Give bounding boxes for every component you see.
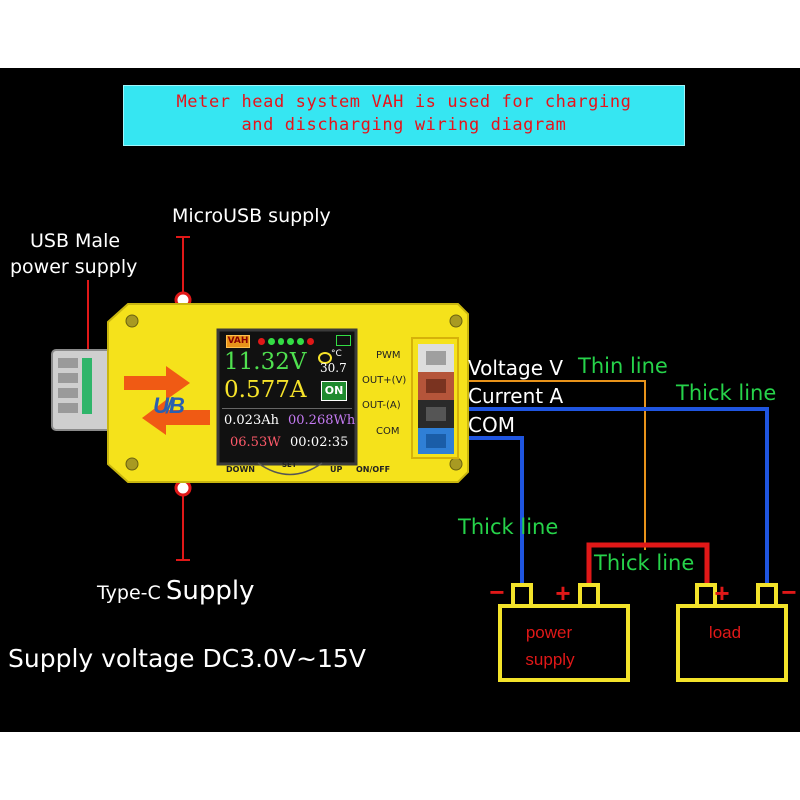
thin-line-label: Thin line xyxy=(578,354,668,378)
lcd-temp-unit: °C xyxy=(331,349,342,359)
port-label-com: COM xyxy=(376,426,400,437)
lcd-status-dots xyxy=(258,338,314,345)
wires xyxy=(455,380,769,586)
port-label-pwm: PWM xyxy=(376,350,401,361)
wiring-diagram-canvas: Meter head system VAH is used for chargi… xyxy=(0,68,800,732)
com-thick-wire xyxy=(455,436,524,586)
thick-line-label-com: Thick line xyxy=(458,515,559,539)
battery-power-supply: power supply xyxy=(498,583,630,682)
load-minus-sign: − xyxy=(781,577,796,607)
port-label-out-v: OUT+(V) xyxy=(362,375,407,386)
lcd-temperature: 30.7 xyxy=(320,361,347,375)
thick-line-label-positive: Thick line xyxy=(594,551,695,575)
battery-load: load xyxy=(676,583,788,682)
usb-male-connector xyxy=(51,349,115,431)
microusb-label: MicroUSB supply xyxy=(172,205,331,227)
lcd-divider xyxy=(222,408,352,409)
title-banner: Meter head system VAH is used for chargi… xyxy=(123,85,685,146)
positive-thick-wire xyxy=(586,542,710,586)
terminal-current-label: Current A xyxy=(468,384,564,408)
usb-male-label-2: power supply xyxy=(10,256,138,278)
lcd-energy: 00.268Wh xyxy=(288,413,356,428)
button-up[interactable]: UP xyxy=(330,465,343,474)
button-set[interactable]: SET xyxy=(282,461,297,469)
terminal-com-label: COM xyxy=(468,413,515,437)
lcd-vah-badge: VAH xyxy=(226,335,250,348)
usb-male-label-1: USB Male xyxy=(30,230,121,252)
type-c-label: Type-C Supply xyxy=(97,576,254,606)
button-down[interactable]: DOWN xyxy=(226,465,255,474)
power-supply-label-1: power xyxy=(526,623,573,642)
button-on-off[interactable]: ON/OFF xyxy=(356,465,391,474)
type-c-prefix: Type-C xyxy=(97,582,161,604)
lcd-temp-icon xyxy=(318,352,332,364)
power-minus-sign: − xyxy=(489,577,504,607)
lcd-battery-icon xyxy=(336,335,351,346)
terminal-voltage-label: Voltage V xyxy=(468,356,564,380)
lcd-on-button[interactable]: ON xyxy=(321,381,347,401)
voltage-thin-wire xyxy=(455,380,646,550)
lcd-time: 00:02:35 xyxy=(290,435,349,450)
power-supply-label-2: supply xyxy=(525,650,575,669)
lcd-voltage: 11.32V xyxy=(224,349,307,375)
load-plus-sign: + xyxy=(714,578,729,608)
meter-device: U̸B xyxy=(107,303,469,483)
title-line-1: Meter head system VAH is used for chargi… xyxy=(176,92,632,112)
diagram-graphics: U̸B power supply load xyxy=(51,236,797,682)
lcd-current: 0.577A xyxy=(224,377,307,403)
current-thick-wire xyxy=(455,407,769,586)
lcd-capacity: 0.023Ah xyxy=(224,413,279,428)
type-c-suffix: Supply xyxy=(165,576,255,606)
load-label: load xyxy=(709,623,741,642)
supply-voltage-label: Supply voltage DC3.0V~15V xyxy=(8,644,366,673)
power-plus-sign: + xyxy=(555,578,570,608)
title-line-2: and discharging wiring diagram xyxy=(241,115,567,135)
thick-line-label-current: Thick line xyxy=(676,381,777,405)
port-label-out-a: OUT-(A) xyxy=(362,400,401,411)
polarity-signs: − + + − xyxy=(489,577,796,608)
lcd-power: 06.53W xyxy=(230,435,281,450)
usb-logo: U̸B xyxy=(153,393,185,418)
